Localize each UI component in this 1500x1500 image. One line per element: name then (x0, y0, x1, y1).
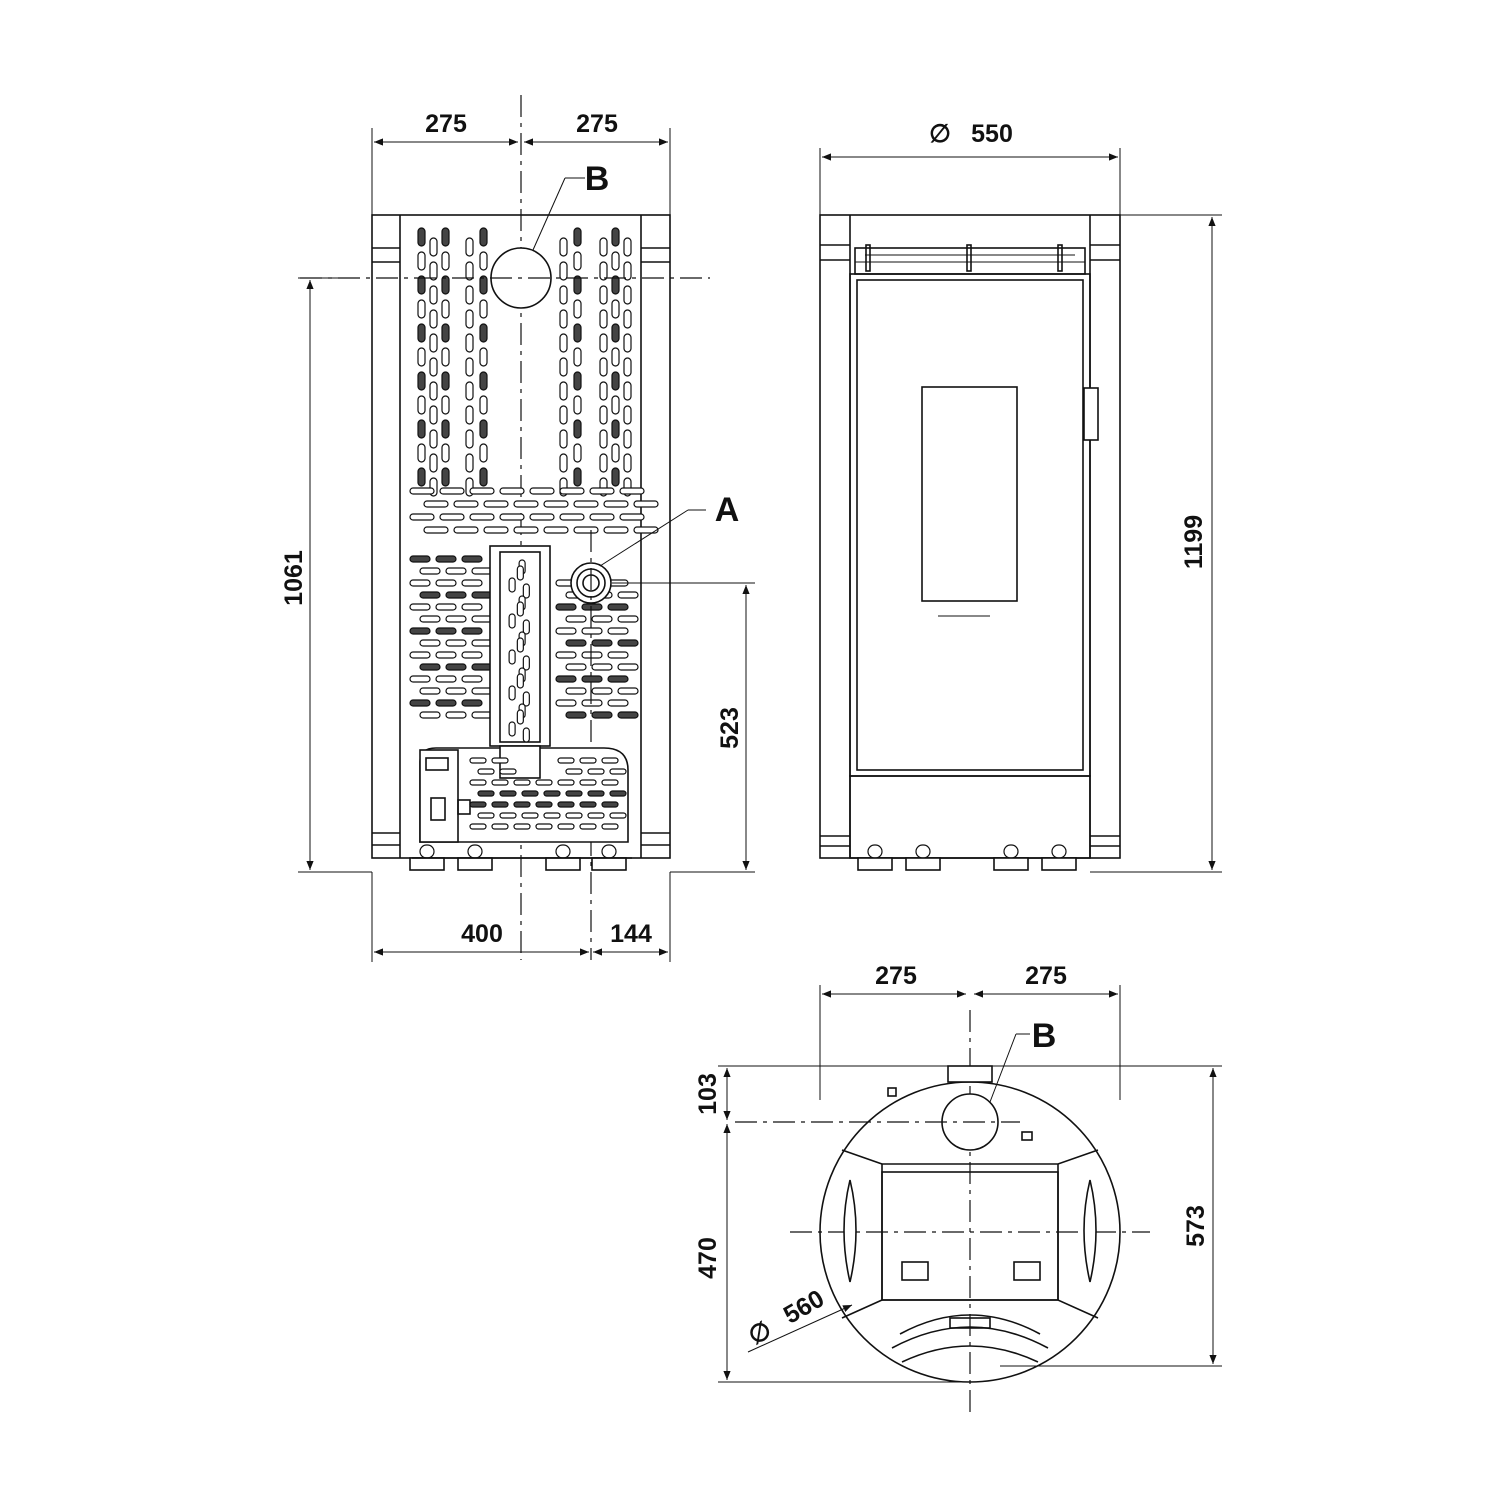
side-view: ∅ 550 1199 (819, 120, 1222, 873)
side-diameter-symbol: ∅ (929, 120, 951, 148)
top-width-right: 275 (1025, 962, 1067, 990)
label-a-front: A (715, 491, 740, 529)
top-depth-center: 470 (694, 1237, 722, 1279)
top-depth-total: 573 (1182, 1205, 1210, 1247)
label-b-top: B (1032, 1017, 1057, 1055)
front-bottom-right: 144 (610, 920, 652, 948)
front-height-inlet: 523 (716, 707, 744, 749)
front-width-left: 275 (425, 110, 467, 138)
side-diameter: 550 (971, 120, 1013, 148)
front-bottom-left: 400 (461, 920, 503, 948)
top-diameter: 560 (779, 1285, 829, 1330)
front-height-outlet: 1061 (280, 550, 308, 606)
top-diameter-symbol: ∅ (744, 1316, 777, 1351)
upper-vent-grille (417, 227, 632, 497)
top-offset-outlet: 103 (694, 1073, 722, 1115)
side-height-total: 1199 (1180, 515, 1208, 569)
front-feet (409, 844, 627, 871)
lower-vent-grille (409, 487, 659, 719)
label-b-front: B (585, 160, 610, 198)
top-width-left: 275 (875, 962, 917, 990)
side-feet (857, 844, 1077, 871)
fire-window (921, 386, 1018, 602)
front-width-right: 275 (576, 110, 618, 138)
top-view: 275 275 B (694, 962, 1222, 1412)
front-view: 275 275 B A (280, 95, 755, 962)
